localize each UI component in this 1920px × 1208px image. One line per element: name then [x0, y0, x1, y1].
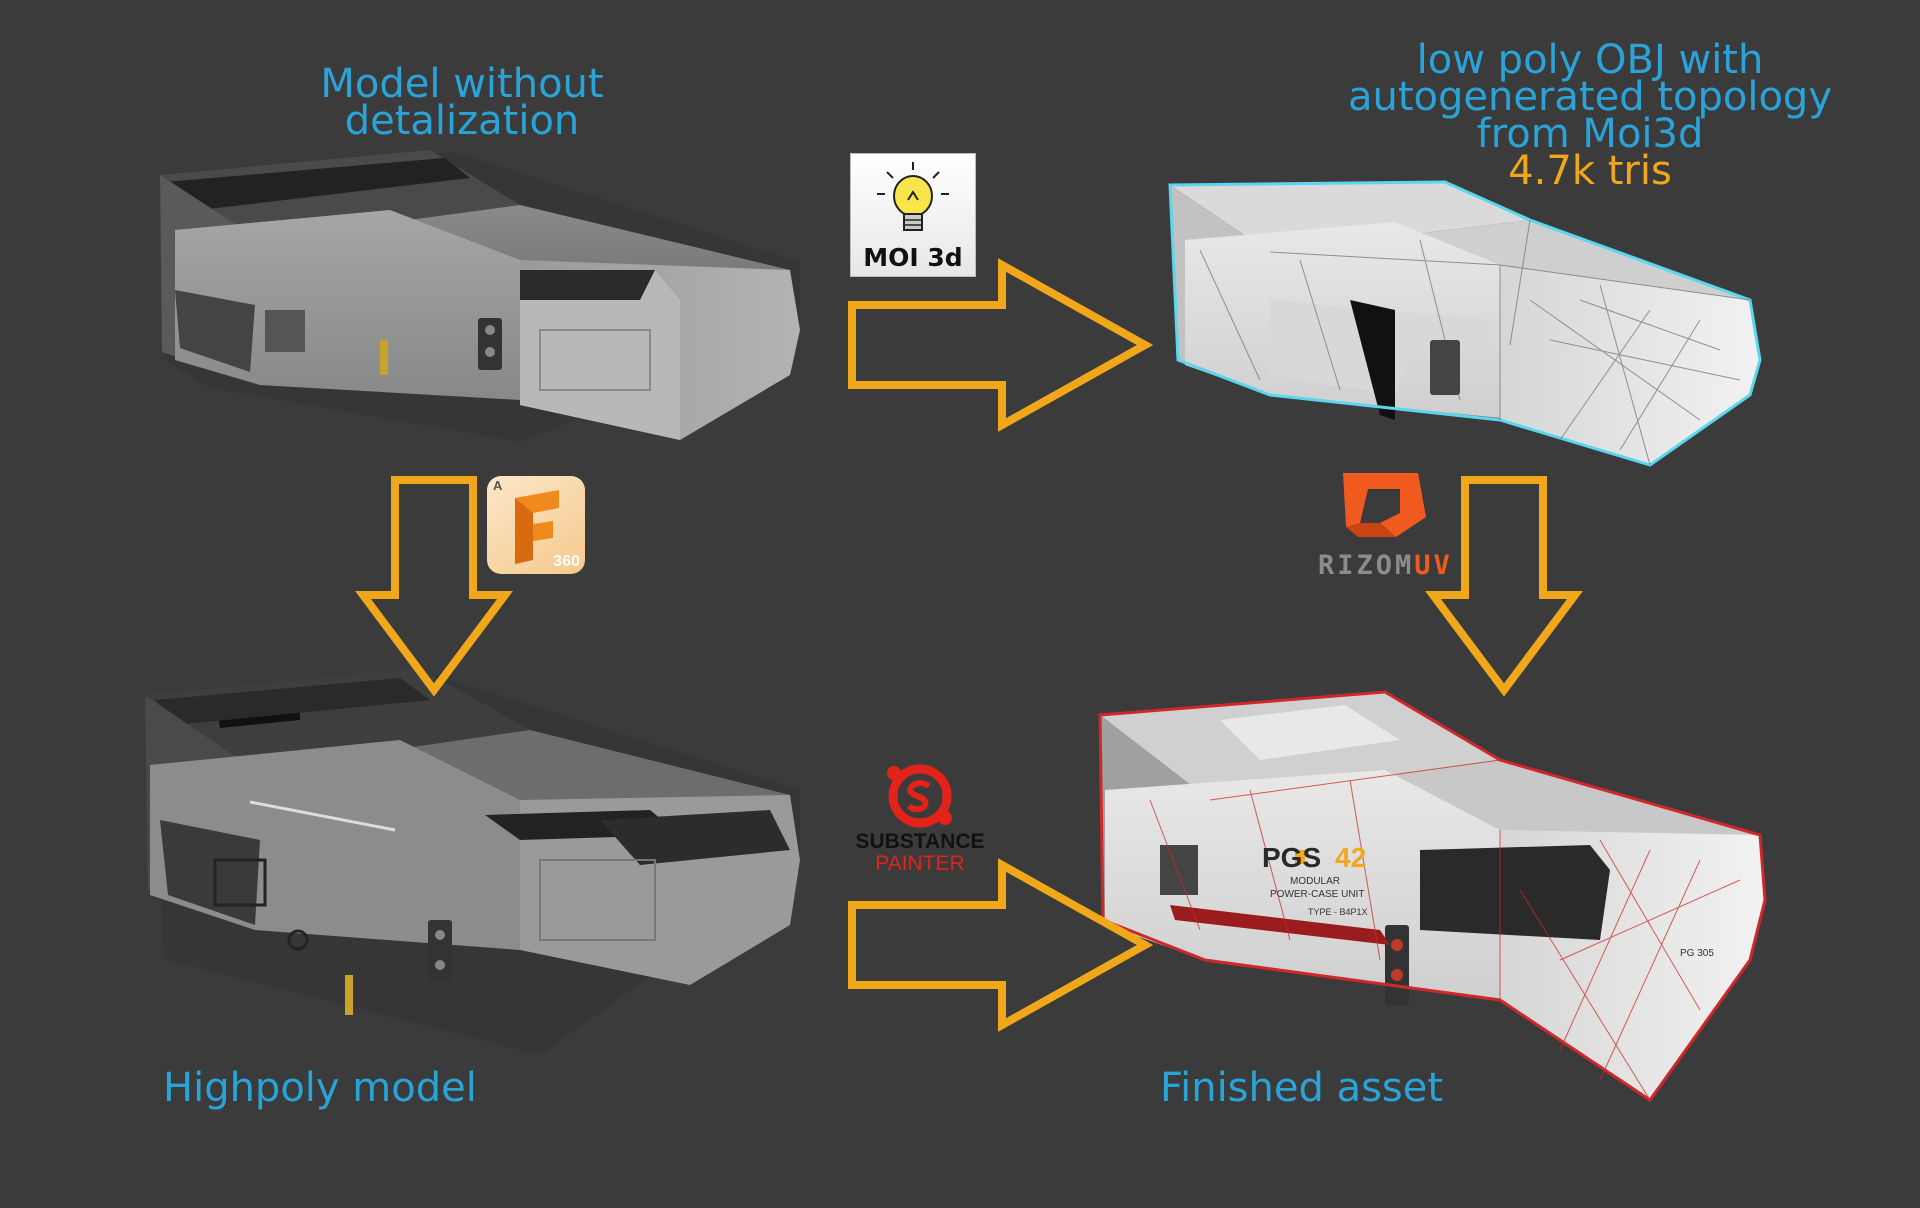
model-unit-label: POWER-CASE UNIT [1270, 889, 1364, 900]
caption-finished-asset: Finished asset [1160, 1065, 1444, 1111]
painter-label: PAINTER [875, 852, 965, 875]
caption-line: autogenerated topology [1347, 74, 1832, 120]
substance-painter-icon [887, 764, 952, 828]
rizomuv-label: RIZOMUV [1318, 550, 1450, 581]
model-finished-asset: PGS 42 MODULAR POWER-CASE UNIT TYPE - B4… [1098, 690, 1767, 1103]
lightbulb-icon [877, 162, 949, 231]
tris-count: 4.7k tris [1508, 148, 1672, 194]
fusion-a-mark: A [493, 478, 503, 493]
arrow-right-bottom [848, 858, 1154, 1032]
caption-line: detalization [344, 98, 580, 144]
arrow-down-right [1425, 476, 1583, 697]
caption-model-without-detalization: Model without detalization [272, 61, 652, 144]
caption-low-poly-obj: low poly OBJ with autogenerated topology… [1290, 37, 1890, 194]
arrow-right-top [848, 258, 1154, 432]
rizomuv-icon [1343, 473, 1426, 537]
model-without-detalization [160, 150, 800, 442]
moi3d-label: MOI 3d [863, 243, 963, 272]
arrow-down-left [355, 476, 513, 697]
caption-line: low poly OBJ with [1416, 37, 1764, 83]
model-highpoly [145, 668, 800, 1055]
model-modular-label: MODULAR [1290, 876, 1340, 887]
caption-highpoly-model: Highpoly model [163, 1065, 477, 1111]
fusion360-logo: A 360 [487, 476, 585, 574]
substance-label: SUBSTANCE [855, 830, 985, 853]
model-low-poly-wireframe [1168, 180, 1762, 467]
fusion360-icon [515, 490, 559, 564]
caption-line: Model without [320, 61, 604, 107]
model-side-label: PG 305 [1680, 948, 1714, 959]
uv-text: UV [1414, 550, 1453, 581]
caption-line: from Moi3d [1476, 111, 1704, 157]
moi3d-logo: MOI 3d [850, 153, 976, 277]
model-type-label: TYPE - B4P1X [1308, 907, 1368, 917]
substance-painter-logo: SUBSTANCE PAINTER [845, 762, 995, 877]
model-number-label: 42 [1335, 842, 1366, 873]
fusion-360-label: 360 [553, 553, 580, 570]
rizom-text: RIZOM [1318, 550, 1415, 581]
rizomuv-logo: RIZOMUV [1318, 465, 1450, 590]
model-name-label: PGS [1262, 842, 1321, 873]
